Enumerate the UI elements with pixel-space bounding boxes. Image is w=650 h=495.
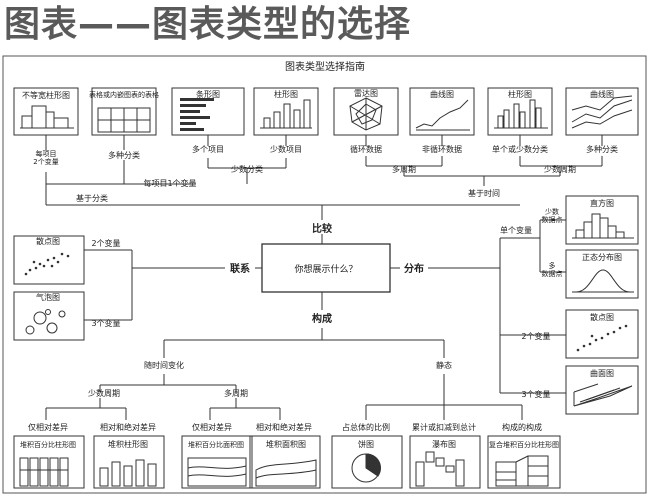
- branch-label: 2个变量: [521, 331, 550, 341]
- branch-label: 多个项目: [192, 144, 224, 154]
- bar-chart-icon: [494, 99, 548, 129]
- bar-chart-icon: [180, 98, 214, 131]
- branch-label: 非循环数据: [422, 144, 462, 154]
- chart-label: 散点图: [36, 236, 60, 246]
- scatter-icon: [24, 252, 70, 276]
- chart-label: 堆积百分比柱形图: [20, 440, 76, 449]
- surface-icon: [573, 383, 633, 407]
- branch-label: 少数周期: [544, 164, 576, 174]
- chart-label: 饼图: [358, 439, 374, 449]
- branch-label: 静态: [436, 360, 452, 370]
- stacked-column-icon: [19, 457, 69, 487]
- chart-label: 气泡图: [36, 292, 60, 302]
- line-chart-icon: [415, 99, 470, 131]
- branch-label: 构成的构成: [502, 422, 542, 432]
- chart-label: 不等宽柱形图: [22, 90, 70, 100]
- branch-label: 单个变量: [500, 225, 532, 235]
- branch-label: 基于时间: [468, 188, 500, 198]
- branch-label: 相对和绝对差异: [100, 422, 156, 432]
- stacked-column-icon: [99, 459, 157, 487]
- center-question: 你想展示什么？: [294, 263, 357, 275]
- branch-label: 少数项目: [270, 144, 302, 154]
- branch-label: 随时间变化: [144, 360, 184, 370]
- branch-label: 仅相对差异: [28, 422, 68, 432]
- diagram-frame: [2, 55, 647, 494]
- branch-label: 多数据点: [542, 261, 563, 278]
- branch-label: 少数周期: [88, 388, 120, 398]
- chart-label: 柱形图: [274, 89, 298, 99]
- normal-curve-icon: [572, 269, 634, 293]
- bar-chart-icon: [20, 105, 74, 129]
- stacked-column-icon: [495, 455, 549, 487]
- chart-label: 条形图: [196, 89, 220, 99]
- branch-label: 单个或少数分类: [492, 144, 548, 154]
- branch-label: 基于分类: [76, 193, 108, 203]
- radar-chart-icon: [349, 97, 383, 131]
- branch-label: 多周期: [224, 388, 248, 398]
- branch-label: 相对和绝对差异: [256, 422, 312, 432]
- branch-label: 3个变量: [91, 318, 120, 328]
- branch-label: 3个变量: [521, 389, 550, 399]
- branch-label: 多种分类: [586, 144, 618, 154]
- chart-label: 直方图: [590, 198, 614, 208]
- chart-label: 曲线图: [590, 89, 614, 99]
- chart-label: 瀑布图: [432, 439, 456, 449]
- hub-compare: 比较: [312, 222, 332, 235]
- chart-label: 表格或内嵌图表的表格: [89, 90, 159, 99]
- chart-label: 柱形图: [508, 89, 532, 99]
- chart-label: 堆积柱形图: [108, 439, 148, 449]
- diagram-title: 图表类型选择指南: [285, 60, 365, 73]
- chart-label: 堆积百分比面积图: [188, 440, 244, 449]
- histogram-icon: [572, 213, 634, 239]
- chart-label: 正态分布图: [582, 252, 622, 262]
- chart-label: 曲线图: [430, 89, 454, 99]
- area-chart-icon: [187, 457, 247, 487]
- branch-label: 少数分类: [231, 164, 263, 174]
- waterfall-icon: [415, 451, 465, 487]
- branch-label: 多种分类: [108, 150, 140, 160]
- chart-label: 复合堆积百分比柱形图: [489, 440, 559, 449]
- branch-label: 循环数据: [350, 144, 382, 154]
- pie-icon: [351, 453, 381, 483]
- bar-chart-icon: [260, 99, 312, 129]
- branch-label: 累计或扣减到总计: [412, 422, 476, 432]
- area-chart-icon: [255, 459, 317, 487]
- branch-label: 2个变量: [91, 238, 120, 248]
- bubble-icon: [25, 309, 66, 335]
- chart-label: 堆积面积图: [266, 439, 306, 449]
- hub-composition: 构成: [312, 312, 332, 325]
- page-heading: 图表——图表类型的选择: [4, 4, 412, 45]
- scatter-icon: [576, 324, 628, 352]
- branch-label: 每项目1个变量: [143, 178, 196, 188]
- hub-distribution: 分布: [404, 262, 424, 275]
- table-icon: [97, 107, 151, 133]
- hub-relation: 联系: [230, 262, 250, 275]
- chart-label: 雷达图: [354, 88, 378, 98]
- line-chart-icon: [571, 95, 633, 129]
- branch-label: 多周期: [392, 164, 416, 174]
- branch-label: 少数数据点: [542, 207, 563, 224]
- branch-label: 占总体的比例: [342, 422, 390, 432]
- chart-label: 曲面图: [590, 368, 614, 378]
- chart-label: 散点图: [590, 312, 614, 322]
- branch-label: 仅相对差异: [192, 422, 232, 432]
